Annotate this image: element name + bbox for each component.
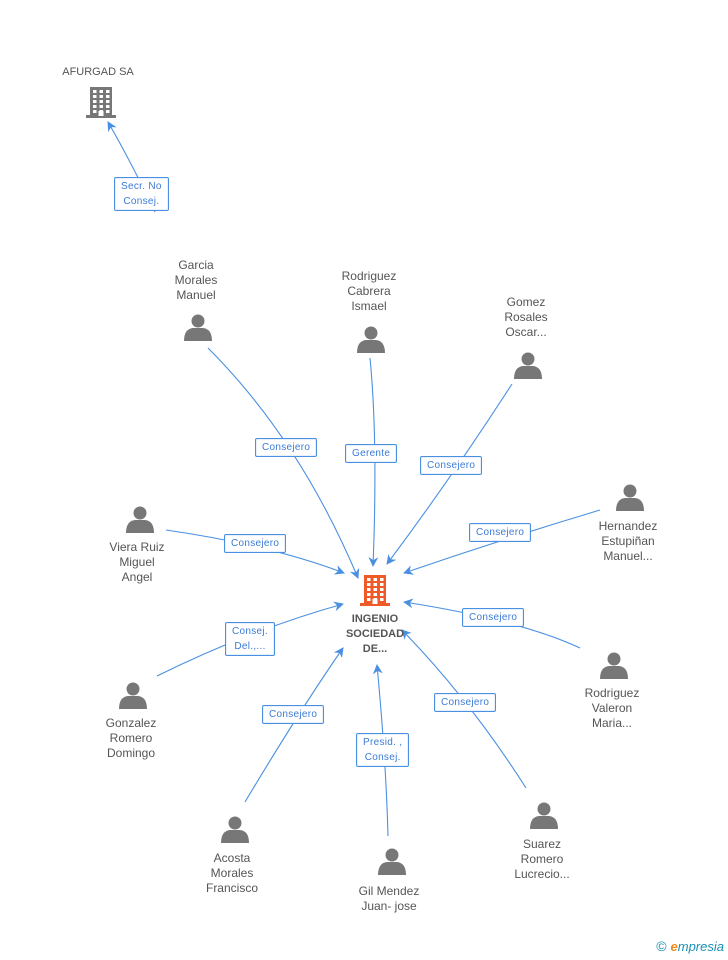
person-label-acosta-line: Morales (210, 866, 254, 880)
person-label-hernandez-line: Hernandez (598, 519, 658, 533)
person-label-gonzalez-line: Domingo (106, 746, 156, 760)
person-label-gomez-line: Rosales (504, 310, 548, 324)
role-badge-gil[interactable]: Presid. , Consej. (356, 733, 410, 767)
person-label-rodriguez-valeron-line: Valeron (591, 701, 633, 715)
role-badge-hernandez-text: Consejero (476, 527, 525, 538)
role-badge-acosta[interactable]: Consejero (262, 705, 325, 724)
role-badge-garcia[interactable]: Consejero (255, 438, 318, 457)
role-badge-garcia-text: Consejero (262, 442, 311, 453)
edge-acosta (244, 647, 344, 803)
person-label-rodriguez-cabrera-line: Cabrera (347, 284, 391, 298)
edge-gomez (386, 383, 513, 565)
person-label-gomez-line: Gomez (506, 295, 546, 309)
top-company-label-line: AFURGAD SA (62, 66, 134, 78)
role-badge-top-company[interactable]: Secr. No Consej. (114, 177, 169, 211)
person-label-rodriguez-cabrera-line: Rodriguez (341, 269, 397, 283)
person-label-gomez-line: Oscar... (505, 325, 547, 339)
person-icon-hernandez[interactable] (616, 484, 644, 512)
role-badge-suarez-text: Consejero (441, 697, 490, 708)
person-label-viera-line: Angel (121, 570, 153, 584)
role-badge-viera[interactable]: Consejero (224, 534, 287, 553)
person-icon-suarez[interactable] (530, 802, 558, 830)
person-label-hernandez-line: Estupiñan (601, 534, 655, 548)
center-company-label-line: INGENIO (351, 613, 399, 625)
person-label-garcia-line: Manuel (176, 288, 216, 302)
icons-layer (86, 87, 644, 875)
person-icon-acosta[interactable] (221, 816, 249, 844)
person-label-acosta-line: Acosta (213, 851, 251, 865)
role-badge-rodriguez-valeron[interactable]: Consejero (462, 608, 525, 627)
person-label-gonzalez-line: Romero (109, 731, 153, 745)
role-badge-gonzalez[interactable]: Consej. Del.,... (225, 622, 276, 656)
brand-watermark: ©empresia (656, 938, 724, 954)
role-badge-rodriguez-valeron-text: Consejero (469, 612, 518, 623)
role-badge-gomez[interactable]: Consejero (420, 456, 483, 475)
person-icon-gomez[interactable] (514, 352, 542, 380)
person-icon-garcia[interactable] (184, 314, 212, 342)
brand-e: e (670, 939, 678, 954)
role-badge-gil-text: Consej. (364, 752, 401, 763)
role-badge-acosta-text: Consejero (269, 709, 318, 720)
role-badge-rodriguez-cabrera-text: Gerente (352, 448, 391, 459)
person-icon-viera[interactable] (126, 506, 154, 534)
person-label-gil-line: Juan- jose (361, 899, 417, 913)
center-company-label: INGENIO SOCIEDAD DE... (315, 612, 435, 657)
person-icon-rodriguez-cabrera[interactable] (357, 326, 385, 354)
role-badge-rodriguez-cabrera[interactable]: Gerente (345, 444, 398, 463)
role-badge-gonzalez-text: Del.,... (234, 641, 266, 652)
center-company-label-line: SOCIEDAD (345, 628, 405, 640)
role-badge-gil-text: Presid. , (363, 737, 403, 748)
role-badge-gonzalez-text: Consej. (232, 626, 269, 637)
person-label-rodriguez-valeron-line: Rodriguez (584, 686, 640, 700)
role-badge-gomez-text: Consejero (427, 460, 476, 471)
person-label-rodriguez-valeron-line: Maria... (591, 716, 632, 730)
person-label-garcia-line: Garcia (178, 258, 214, 272)
person-label-gonzalez-line: Gonzalez (105, 716, 157, 730)
person-label-hernandez-line: Manuel... (603, 549, 653, 563)
brand-name: mpresia (677, 939, 724, 954)
person-label-suarez-line: Suarez (522, 837, 562, 851)
person-label-viera-line: Viera Ruiz (109, 540, 165, 554)
copyright-icon: © (656, 938, 667, 954)
person-label-suarez-line: Romero (520, 852, 564, 866)
role-badge-suarez[interactable]: Consejero (434, 693, 497, 712)
role-badge-top-company-text: Secr. No (121, 181, 162, 192)
role-badge-top-company-text: Consej. (123, 196, 160, 207)
person-icon-gil[interactable] (378, 848, 406, 876)
person-label-gil-line: Gil Mendez (358, 884, 420, 898)
center-company-building-icon[interactable] (360, 575, 390, 606)
person-icon-gonzalez[interactable] (119, 682, 147, 710)
person-icon-rodriguez-valeron[interactable] (600, 652, 628, 680)
center-company-label-line: DE... (362, 643, 388, 655)
person-label-garcia-line: Morales (174, 273, 218, 287)
role-badge-hernandez[interactable]: Consejero (469, 523, 532, 542)
person-label-suarez-line: Lucrecio... (514, 867, 570, 881)
role-badge-viera-text: Consejero (231, 538, 280, 549)
person-label-acosta-line: Francisco (205, 881, 258, 895)
company-building-icon[interactable] (86, 87, 116, 118)
person-label-viera-line: Miguel (119, 555, 155, 569)
person-label-rodriguez-cabrera-line: Ismael (351, 299, 387, 313)
top-company-label: AFURGAD SA (38, 65, 158, 80)
